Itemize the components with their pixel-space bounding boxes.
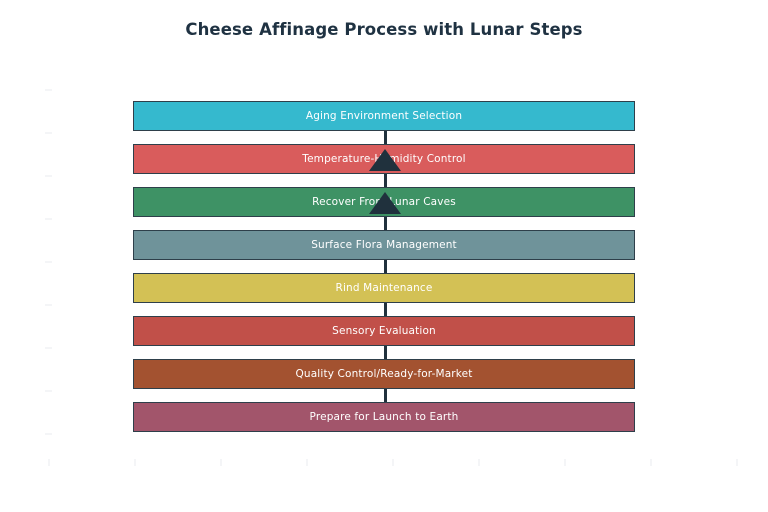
step-bar[interactable]: Quality Control/Ready-for-Market: [133, 359, 635, 389]
step-label: Rind Maintenance: [335, 282, 433, 294]
flow-arrowhead-up-2: [369, 149, 401, 171]
y-axis-tick-6: [45, 347, 52, 349]
x-axis-tick-0: [48, 459, 50, 466]
y-axis-tick-5: [45, 304, 52, 306]
step-label: Sensory Evaluation: [332, 325, 436, 337]
y-axis-tick-1: [45, 132, 52, 134]
flow-connector-4: [384, 260, 387, 273]
process-step-5[interactable]: Rind Maintenance: [133, 273, 635, 303]
y-axis-tick-8: [45, 433, 52, 435]
flow-connector-1: [384, 131, 387, 144]
step-label: Surface Flora Management: [311, 239, 457, 251]
page-title: Cheese Affinage Process with Lunar Steps: [185, 20, 583, 39]
x-axis-tick-6: [564, 459, 566, 466]
x-axis-tick-8: [736, 459, 738, 466]
process-step-1[interactable]: Aging Environment Selection: [133, 101, 635, 131]
y-axis-tick-7: [45, 390, 52, 392]
flow-connector-2: [384, 174, 387, 187]
process-step-4[interactable]: Surface Flora Management: [133, 230, 635, 260]
y-axis-tick-0: [45, 89, 52, 91]
y-axis-tick-2: [45, 175, 52, 177]
y-axis-tick-4: [45, 261, 52, 263]
x-axis-tick-2: [220, 459, 222, 466]
flow-connector-6: [384, 346, 387, 359]
step-bar[interactable]: Surface Flora Management: [133, 230, 635, 260]
flow-connector-3: [384, 217, 387, 230]
step-bar[interactable]: Sensory Evaluation: [133, 316, 635, 346]
step-label: Quality Control/Ready-for-Market: [295, 368, 473, 380]
x-axis-tick-1: [134, 459, 136, 466]
process-step-8[interactable]: Prepare for Launch to Earth: [133, 402, 635, 432]
x-axis-tick-4: [392, 459, 394, 466]
flow-connector-7: [384, 389, 387, 402]
step-bar[interactable]: Rind Maintenance: [133, 273, 635, 303]
step-label: Prepare for Launch to Earth: [309, 411, 459, 423]
process-step-6[interactable]: Sensory Evaluation: [133, 316, 635, 346]
step-label: Aging Environment Selection: [305, 110, 463, 122]
x-axis-tick-5: [478, 459, 480, 466]
step-bar[interactable]: Prepare for Launch to Earth: [133, 402, 635, 432]
x-axis-tick-7: [650, 459, 652, 466]
process-step-7[interactable]: Quality Control/Ready-for-Market: [133, 359, 635, 389]
step-bar[interactable]: Aging Environment Selection: [133, 101, 635, 131]
flow-connector-5: [384, 303, 387, 316]
x-axis-tick-3: [306, 459, 308, 466]
flow-arrowhead-up-3: [369, 192, 401, 214]
y-axis-tick-3: [45, 218, 52, 220]
